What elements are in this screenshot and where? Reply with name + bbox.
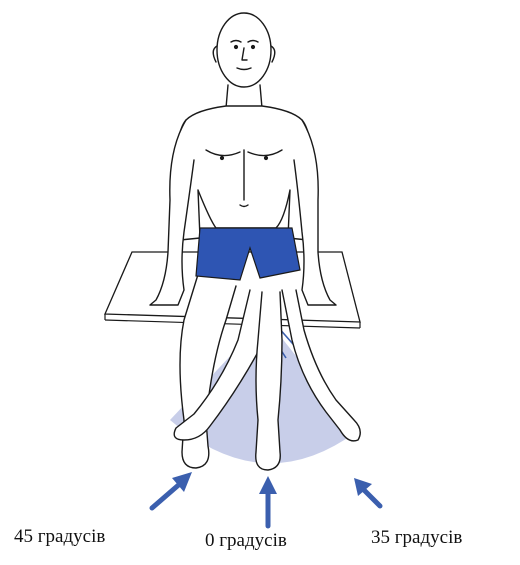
angle-label-45: 45 градусів	[14, 527, 105, 546]
angle-label-35: 35 градусів	[371, 528, 462, 547]
arrow-icon	[152, 472, 380, 526]
angle-label-0: 0 градусів	[205, 531, 287, 550]
